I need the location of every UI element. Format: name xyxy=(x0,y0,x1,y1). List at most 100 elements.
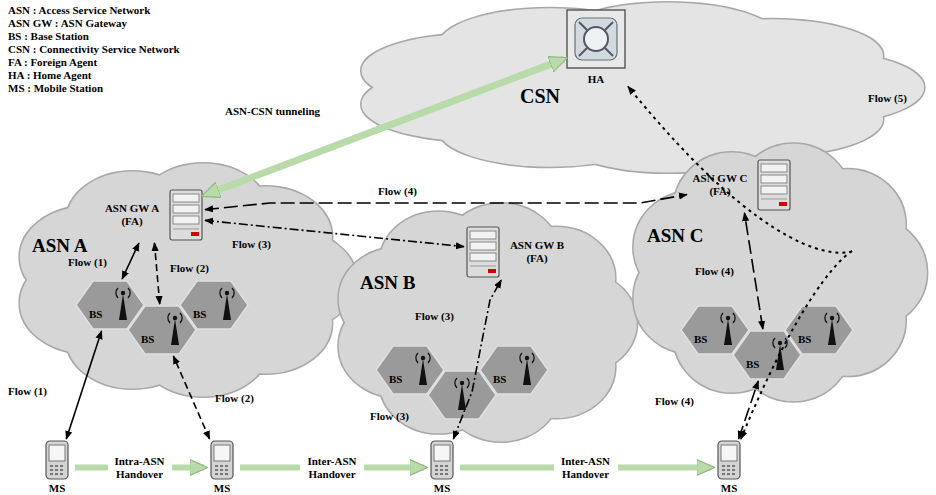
base-station-label: BS xyxy=(389,373,402,386)
flow-label: Flow (3) xyxy=(370,410,409,423)
rect-shape xyxy=(470,242,496,250)
base-station-cell-unlabeled xyxy=(428,371,496,419)
rect-shape xyxy=(575,18,617,60)
circle-shape xyxy=(173,316,177,320)
circle-shape xyxy=(525,356,529,360)
network-name: ASN C xyxy=(647,225,703,247)
circle-shape xyxy=(225,291,229,295)
ellipse-shape xyxy=(661,19,883,93)
flow-label: Flow (1) xyxy=(68,256,107,269)
rect-shape xyxy=(173,194,199,202)
hexagon-cell xyxy=(784,305,854,355)
ellipse-shape xyxy=(497,227,615,330)
rect-shape xyxy=(173,216,199,224)
flow-label: Flow (2) xyxy=(170,262,209,275)
gateway-label: ASN GW A (FA) xyxy=(100,202,164,228)
flow-label: Flow (4) xyxy=(378,185,417,198)
flow-label: Flow (4) xyxy=(695,265,734,278)
base-station-label: BS xyxy=(746,358,759,371)
flow-connector xyxy=(744,213,762,329)
line-shape xyxy=(435,469,449,471)
gateway-label: ASN GW C (FA) xyxy=(688,172,752,198)
flow-connector xyxy=(122,243,139,279)
flow-label: Flow (5) xyxy=(868,92,907,105)
circle-shape xyxy=(121,291,125,295)
antenna-tip xyxy=(460,381,464,385)
line-shape xyxy=(435,473,449,475)
gateway-label: ASN GW B (FA) xyxy=(505,239,569,265)
abbreviation-key: ASN GW : ASN Gateway xyxy=(8,17,127,30)
flow-connector xyxy=(453,280,501,439)
line-shape xyxy=(173,229,199,230)
g-shape xyxy=(634,144,927,401)
cloud-shape xyxy=(345,0,930,175)
g-shape xyxy=(634,144,927,401)
rect-shape xyxy=(191,232,199,236)
phone-icon xyxy=(45,440,69,480)
path-shape xyxy=(171,319,179,345)
path-shape xyxy=(721,313,735,323)
flow-label: Flow (4) xyxy=(655,395,694,408)
ellipse-shape xyxy=(790,169,906,280)
ellipse-shape xyxy=(790,169,906,280)
base-station-label: BS xyxy=(193,308,206,321)
base-station-cell: BS xyxy=(784,305,854,355)
rect-shape xyxy=(761,164,787,172)
antenna-waves xyxy=(455,378,469,388)
flow-connector xyxy=(628,86,854,439)
path-shape xyxy=(223,294,231,320)
g-shape xyxy=(20,163,357,396)
circle-shape xyxy=(421,356,425,360)
phone-icon xyxy=(717,440,741,480)
line-shape xyxy=(722,465,736,467)
flow-connector xyxy=(154,243,159,304)
line-shape xyxy=(722,473,736,475)
line-shape xyxy=(470,266,496,267)
rect-shape xyxy=(46,441,68,479)
node-label: MS xyxy=(214,482,231,495)
abbreviation-key: CSN : Connectivity Service Network xyxy=(8,43,180,56)
abbreviation-key: ASN : Access Service Network xyxy=(8,4,150,17)
server-icon xyxy=(465,225,501,279)
base-station-label: BS xyxy=(141,333,154,346)
base-station-label: BS xyxy=(694,333,707,346)
hexagon-cell xyxy=(428,371,496,419)
mobile-station: MS xyxy=(40,440,74,495)
line-shape xyxy=(722,469,736,471)
network-cloud: CSNHA xyxy=(345,0,930,175)
rect-shape xyxy=(721,445,737,461)
rect-shape xyxy=(567,10,625,68)
node-label: MS xyxy=(49,482,66,495)
g-shape xyxy=(361,2,924,172)
node-label: MS xyxy=(434,482,451,495)
path-shape xyxy=(168,313,182,323)
flow-label: Flow (2) xyxy=(215,392,254,405)
base-station-label: BS xyxy=(798,333,811,346)
line-shape xyxy=(50,469,64,471)
rect-shape xyxy=(170,190,202,240)
path-shape xyxy=(520,353,534,363)
circle-shape xyxy=(726,316,730,320)
path-shape xyxy=(825,313,839,323)
path-shape xyxy=(785,306,853,354)
rect-shape xyxy=(211,441,233,479)
flow-label: Flow (3) xyxy=(232,238,271,251)
home-agent-icon xyxy=(565,8,627,70)
rect-shape xyxy=(758,160,790,210)
network-name: CSN xyxy=(520,85,560,108)
rect-shape xyxy=(173,205,199,213)
phone-icon xyxy=(430,440,454,480)
rect-shape xyxy=(761,175,787,183)
base-station-label: BS xyxy=(89,308,102,321)
rect-shape xyxy=(761,186,787,194)
g-shape xyxy=(361,2,924,172)
network-cloud: ASN C ASN GW C (FA) BS BS BS xyxy=(625,140,930,405)
rect-shape xyxy=(214,445,230,461)
line-shape xyxy=(215,465,229,467)
rect-shape xyxy=(434,445,450,461)
abbreviation-key: MS : Mobile Station xyxy=(8,82,103,95)
